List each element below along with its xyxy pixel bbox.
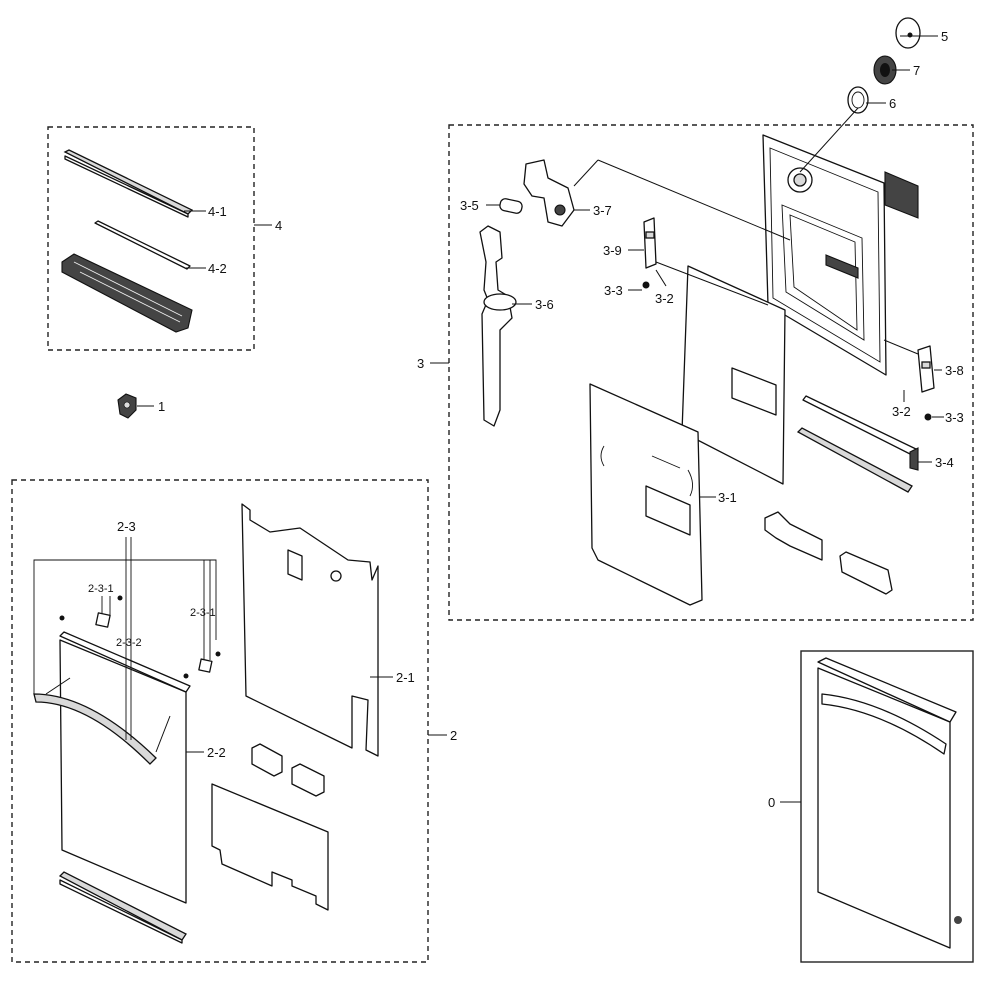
callout-4-2: 4-2 — [208, 261, 227, 276]
callout-3-5: 3-5 — [460, 198, 479, 213]
part-2-2-door — [33, 631, 191, 904]
callout-2-2: 2-2 — [207, 745, 226, 760]
callout-2-3-1a: 2-3-1 — [88, 583, 114, 595]
part-6-ring — [847, 86, 869, 114]
part-1-knob — [117, 393, 137, 419]
leader-lines — [137, 35, 944, 803]
callout-7: 7 — [913, 63, 920, 78]
callout-4-1: 4-1 — [208, 204, 227, 219]
callout-2-3-1b: 2-3-1 — [190, 607, 216, 619]
part-5-cap — [895, 17, 921, 49]
part-3-5-gasket — [499, 198, 523, 214]
part-2-blocks — [251, 743, 325, 797]
group-2-box — [11, 479, 429, 963]
callout-2-3-2: 2-3-2 — [116, 637, 142, 649]
callout-3-2a: 3-2 — [655, 291, 674, 306]
callout-3: 3 — [417, 356, 424, 371]
callout-3-8: 3-8 — [945, 363, 964, 378]
part-0-door-assembly — [817, 657, 962, 949]
callout-3-3a: 3-3 — [604, 283, 623, 298]
callout-1: 1 — [158, 399, 165, 414]
callout-5: 5 — [941, 29, 948, 44]
part-2-bottom-trim — [58, 871, 187, 944]
group-3-box — [448, 124, 974, 621]
part-3-9-hinge — [642, 217, 769, 306]
part-3-6-duct — [479, 225, 517, 427]
part-3-inner-door — [762, 134, 919, 376]
part-3-4-rails — [796, 395, 919, 493]
part-4-2-strip — [94, 220, 191, 270]
callout-6: 6 — [889, 96, 896, 111]
callout-2-3: 2-3 — [117, 519, 136, 534]
callout-3-1: 3-1 — [718, 490, 737, 505]
callout-4: 4 — [275, 218, 282, 233]
callout-2: 2 — [450, 728, 457, 743]
part-3-7-latch — [523, 159, 791, 241]
callout-3-3b: 3-3 — [945, 410, 964, 425]
callout-3-9: 3-9 — [603, 243, 622, 258]
part-3-middle-panel — [681, 265, 786, 485]
part-3-lower-brackets — [764, 511, 893, 595]
group-4-box — [47, 126, 255, 351]
callout-3-4: 3-4 — [935, 455, 954, 470]
part-2-1-insulation — [241, 503, 379, 757]
part-2-board — [211, 783, 329, 911]
callout-0: 0 — [768, 795, 775, 810]
part-4-1-trim — [63, 149, 194, 218]
callout-3-7: 3-7 — [593, 203, 612, 218]
part-7-seal — [873, 55, 897, 85]
callout-2-1: 2-1 — [396, 670, 415, 685]
group-0-box — [800, 650, 974, 963]
part-2-3-handle-brackets — [33, 537, 221, 740]
part-4-panel-pcb — [61, 253, 193, 333]
part-3-1-insulation — [589, 383, 703, 606]
part-3-8-hinge — [883, 339, 935, 421]
callout-3-6: 3-6 — [535, 297, 554, 312]
callout-3-2b: 3-2 — [892, 404, 911, 419]
